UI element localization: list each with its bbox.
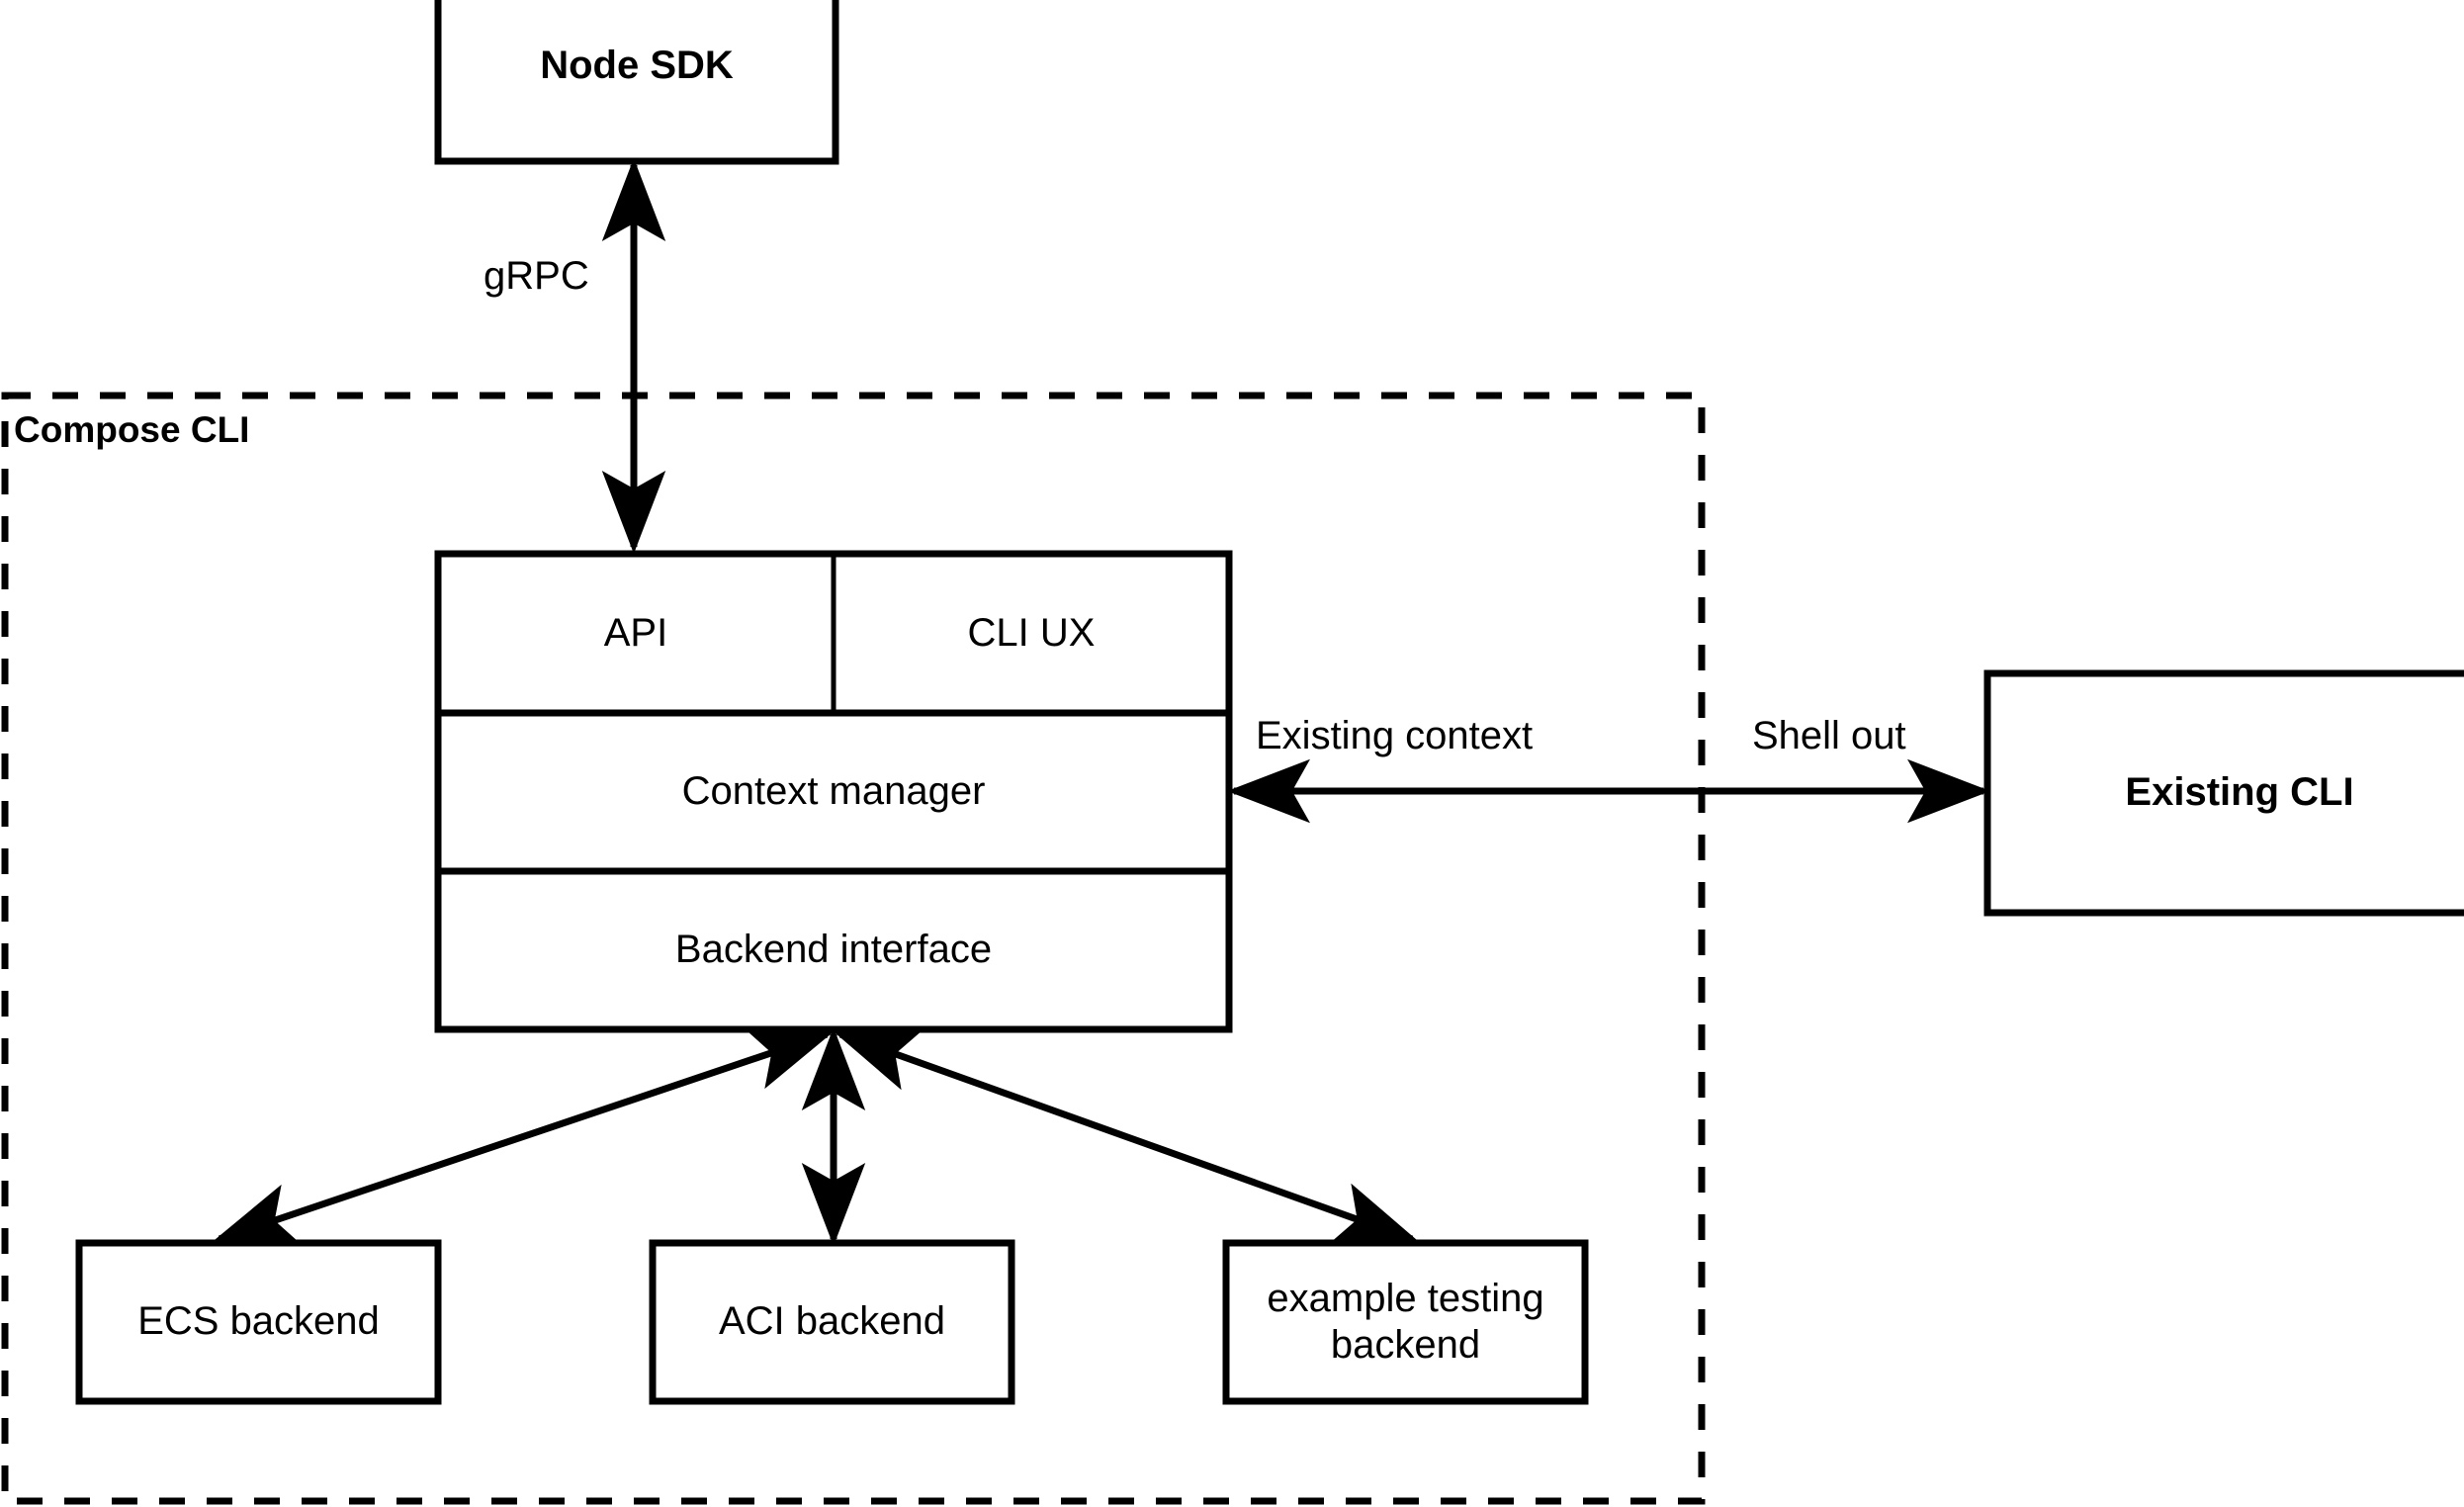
node-box-example-testing-backend bbox=[1222, 1239, 1589, 1405]
edge-line-backend-example bbox=[834, 1029, 1419, 1244]
edge-line-backend-ecs bbox=[213, 1028, 834, 1245]
node-box-aci-backend bbox=[649, 1239, 1015, 1405]
group-title-compose-cli: Compose CLI bbox=[14, 409, 250, 450]
edge-label-existing-context: Existing context bbox=[1256, 714, 1534, 757]
node-box-ecs-backend bbox=[75, 1239, 442, 1405]
edge-label-grpc: gRPC bbox=[484, 254, 589, 298]
group-boundary-compose-cli bbox=[1, 392, 1706, 1505]
node-box-node-sdk bbox=[434, 0, 839, 165]
edge-label-shell-out: Shell out bbox=[1752, 714, 1906, 757]
node-box-existing-cli bbox=[1983, 669, 2464, 917]
